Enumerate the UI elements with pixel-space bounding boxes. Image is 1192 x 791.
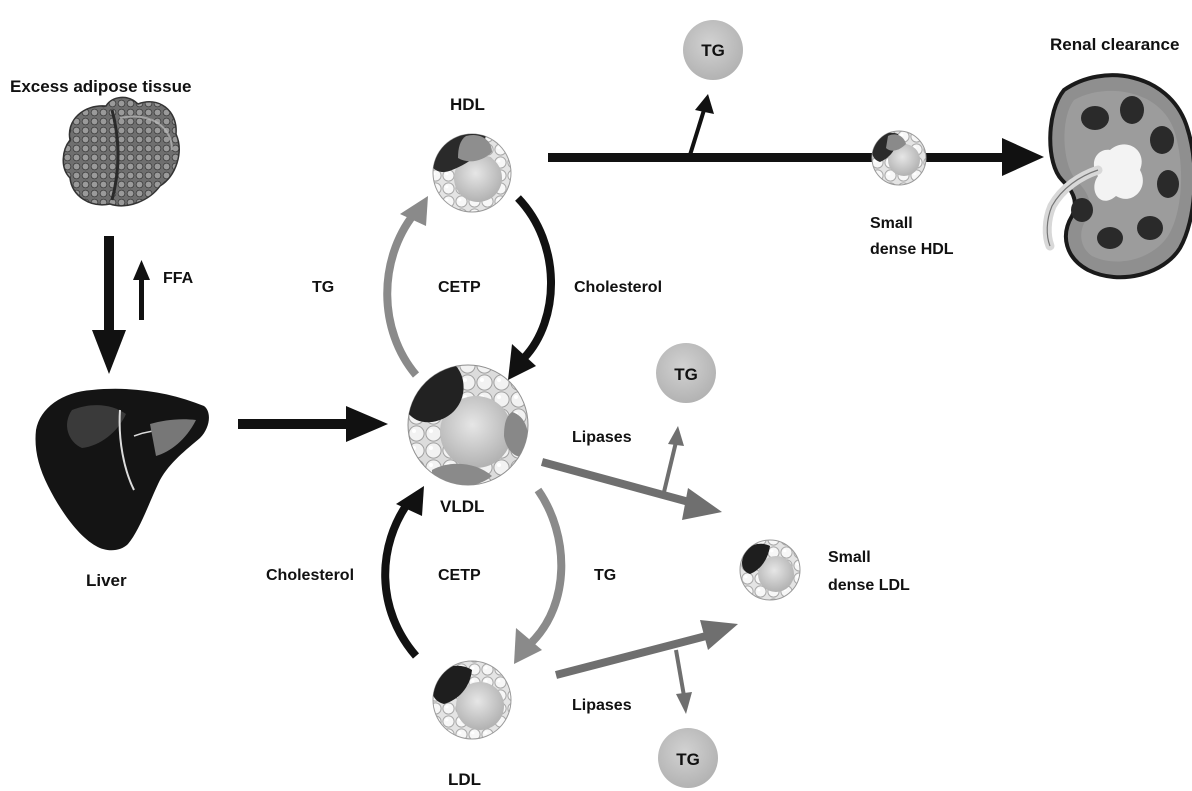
tg-badge-top-text: TG [701, 41, 725, 60]
tg-top-label: TG [312, 279, 334, 296]
cetp-bottom-label: CETP [438, 567, 481, 584]
small-dense-ldl-label-2: dense LDL [828, 577, 910, 594]
arrow-tg-release-top [688, 94, 714, 156]
small-dense-hdl-label-2: dense HDL [870, 241, 954, 258]
arrow-lipases-ldl-to-sdldl [554, 620, 738, 679]
small-dense-hdl-label-1: Small [870, 215, 913, 232]
hdl-particle [432, 133, 512, 213]
adipose-tissue-image [62, 96, 180, 207]
cholesterol-bottom-label: Cholesterol [266, 567, 354, 584]
liver-image [35, 388, 209, 551]
lipases-bottom-label: Lipases [572, 697, 632, 714]
hdl-label: HDL [450, 95, 485, 114]
tg-badge-top: TG [683, 20, 743, 80]
arrow-cholesterol-hdl-to-vldl [508, 195, 555, 380]
arrow-tg-release-bottom [674, 649, 692, 714]
arrow-hdl-to-renal [548, 138, 1044, 176]
renal-clearance-label: Renal clearance [1050, 35, 1179, 54]
tg-badge-bottom-text: TG [676, 750, 700, 769]
ldl-particle [432, 660, 512, 740]
small-dense-ldl-particle [739, 539, 801, 601]
cholesterol-top-label: Cholesterol [574, 279, 662, 296]
vldl-particle [407, 364, 529, 486]
arrow-tg-release-middle [662, 426, 684, 493]
tg-badge-middle-text: TG [674, 365, 698, 384]
lipases-top-label: Lipases [572, 429, 632, 446]
small-dense-ldl-label-1: Small [828, 549, 871, 566]
ffa-label: FFA [163, 270, 194, 287]
tg-bottom-label: TG [594, 567, 616, 584]
kidney-image [1042, 73, 1192, 280]
arrow-tg-vldl-to-ldl [514, 487, 566, 664]
arrow-tg-vldl-to-hdl [383, 196, 428, 378]
arrow-liver-to-vldl [238, 406, 388, 442]
tg-badge-bottom: TG [658, 728, 718, 788]
arrow-cholesterol-ldl-to-vldl [381, 486, 424, 659]
tg-badge-middle: TG [656, 343, 716, 403]
liver-label: Liver [86, 571, 127, 590]
arrow-adipose-to-liver [92, 236, 126, 374]
vldl-label: VLDL [440, 497, 484, 516]
ldl-label: LDL [448, 770, 481, 789]
adipose-label: Excess adipose tissue [10, 77, 191, 96]
arrow-ffa-up [133, 260, 150, 320]
cetp-top-label: CETP [438, 279, 481, 296]
small-dense-hdl-particle [871, 130, 927, 186]
arrow-lipases-vldl-to-sdldl [540, 458, 722, 520]
